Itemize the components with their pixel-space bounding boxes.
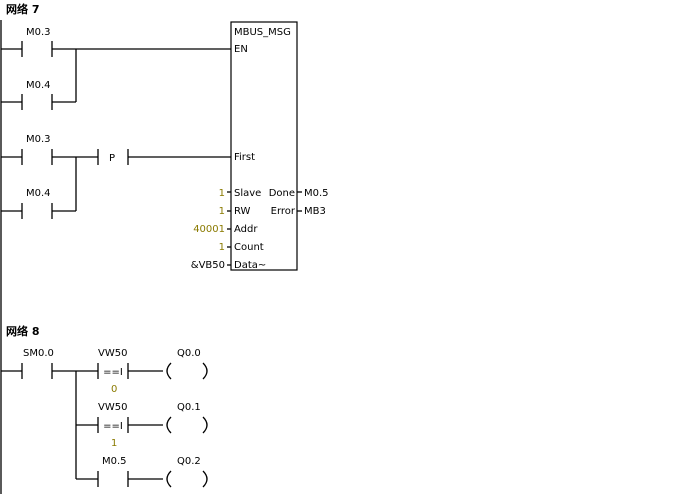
coil-q01-label[interactable]: Q0.1 bbox=[177, 402, 201, 413]
done-value[interactable]: M0.5 bbox=[304, 188, 329, 199]
compare1-value[interactable]: 0 bbox=[111, 384, 117, 395]
pin-count: Count bbox=[234, 242, 264, 253]
mbus-msg-title[interactable]: MBUS_MSG bbox=[234, 27, 291, 38]
contact-sm00-label[interactable]: SM0.0 bbox=[23, 348, 54, 359]
contact-m03-label[interactable]: M0.3 bbox=[26, 27, 51, 38]
contact-m05-label[interactable]: M0.5 bbox=[102, 456, 127, 467]
addr-value[interactable]: 40001 bbox=[193, 224, 225, 235]
compare2-var[interactable]: VW50 bbox=[98, 402, 127, 413]
data-value[interactable]: &VB50 bbox=[191, 260, 225, 271]
pin-data: Data~ bbox=[234, 260, 266, 271]
count-value[interactable]: 1 bbox=[219, 242, 225, 253]
contact-m04-label[interactable]: M0.4 bbox=[26, 80, 51, 91]
positive-edge-label[interactable]: P bbox=[109, 153, 115, 164]
pin-addr: Addr bbox=[234, 224, 258, 235]
compare2-value[interactable]: 1 bbox=[111, 438, 117, 449]
network-7-title: 网络 7 bbox=[6, 2, 39, 16]
pin-error: Error bbox=[271, 206, 296, 217]
network-8-title: 网络 8 bbox=[6, 324, 39, 338]
compare2-op: ==I bbox=[103, 421, 123, 432]
pin-done: Done bbox=[269, 188, 295, 199]
pin-rw: RW bbox=[234, 206, 251, 217]
coil-q02-label[interactable]: Q0.2 bbox=[177, 456, 201, 467]
rw-value[interactable]: 1 bbox=[219, 206, 225, 217]
compare1-op: ==I bbox=[103, 367, 123, 378]
coil-q00-label[interactable]: Q0.0 bbox=[177, 348, 201, 359]
slave-value[interactable]: 1 bbox=[219, 188, 225, 199]
error-value[interactable]: MB3 bbox=[304, 206, 326, 217]
pin-first: First bbox=[234, 152, 255, 163]
compare1-var[interactable]: VW50 bbox=[98, 348, 127, 359]
contact-m03-b-label[interactable]: M0.3 bbox=[26, 134, 51, 145]
pin-slave: Slave bbox=[234, 188, 261, 199]
pin-en: EN bbox=[234, 44, 248, 55]
wires bbox=[0, 20, 302, 494]
contact-m04-b-label[interactable]: M0.4 bbox=[26, 188, 51, 199]
